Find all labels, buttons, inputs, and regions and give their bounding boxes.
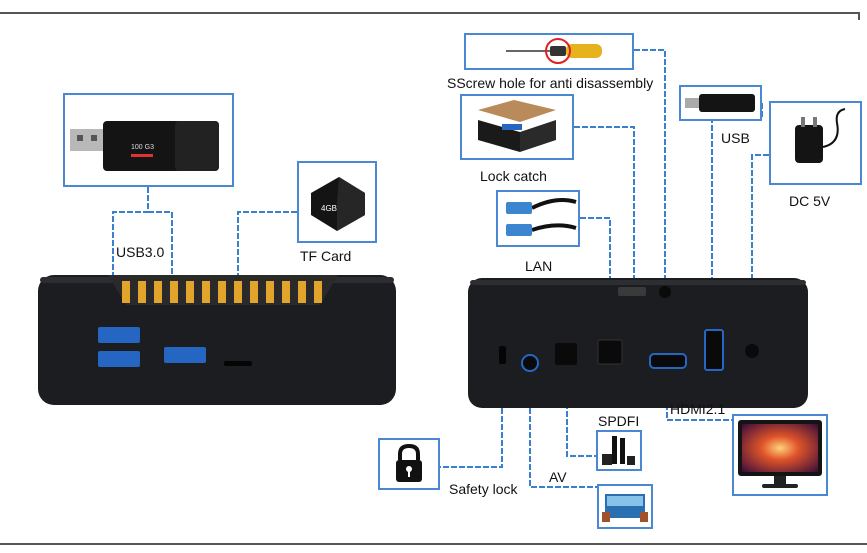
usb-stick-box: 100 G3	[63, 93, 234, 187]
mini-pc-front	[38, 275, 396, 405]
label-dc: DC 5V	[789, 193, 831, 209]
hdmi-box	[732, 414, 828, 496]
label-lan: LAN	[525, 258, 553, 274]
av-jack	[521, 354, 539, 372]
lan-box	[496, 190, 580, 247]
power-adapter-icon	[795, 108, 846, 163]
av-box	[597, 484, 653, 529]
monitor-icon	[738, 420, 822, 488]
usb3-port-3	[164, 347, 206, 363]
label-av: AV	[549, 469, 567, 485]
speaker-icon	[602, 436, 635, 465]
label-safety-lock: Safety lock	[449, 481, 518, 497]
lock-icon	[396, 443, 422, 482]
label-spdif: SPDFI	[598, 413, 640, 429]
label-usb: USB	[721, 130, 750, 146]
mini-pc-rear	[468, 278, 808, 408]
usb3-port-2	[98, 351, 140, 367]
spdif-box	[596, 430, 642, 471]
safety-lock-box	[378, 438, 440, 490]
screw-hole	[659, 286, 671, 298]
screwdriver-icon	[506, 38, 602, 64]
lan-port	[597, 339, 623, 365]
label-screw-hole: SScrew hole for anti disassembly	[447, 75, 654, 91]
label-hdmi: HDMI2.1	[670, 401, 726, 417]
lock-catch-slot	[618, 287, 646, 296]
screwdriver-box	[464, 33, 634, 70]
tf-card-print: 4GB	[321, 204, 337, 213]
label-tf-card: TF Card	[300, 248, 352, 264]
lock-catch-icon	[478, 100, 556, 152]
power-adapter-box	[769, 101, 862, 185]
hdmi-port	[649, 353, 687, 369]
label-lock-catch: Lock catch	[480, 168, 547, 184]
bottom-frame-line	[0, 543, 867, 545]
lan-cable-icon	[506, 198, 577, 236]
top-frame-line	[0, 12, 860, 20]
usb3-port-1	[98, 327, 140, 343]
usb-drive-box	[679, 85, 762, 121]
dc-jack	[745, 344, 759, 358]
tv-icon	[602, 494, 648, 522]
label-usb3: USB3.0	[116, 244, 165, 260]
usb-port	[704, 329, 724, 371]
spdif-port	[555, 343, 577, 365]
usb-drive-icon	[685, 94, 755, 112]
usb-stick-print: 100 G3	[131, 144, 154, 151]
tf-card-slot	[224, 361, 252, 366]
usb-stick-icon: 100 G3	[70, 121, 219, 171]
safety-lock-slot	[499, 346, 506, 364]
lock-catch-box	[460, 94, 574, 160]
tf-card-icon: 4GB	[311, 177, 365, 231]
tf-card-box: 4GB	[297, 161, 377, 243]
